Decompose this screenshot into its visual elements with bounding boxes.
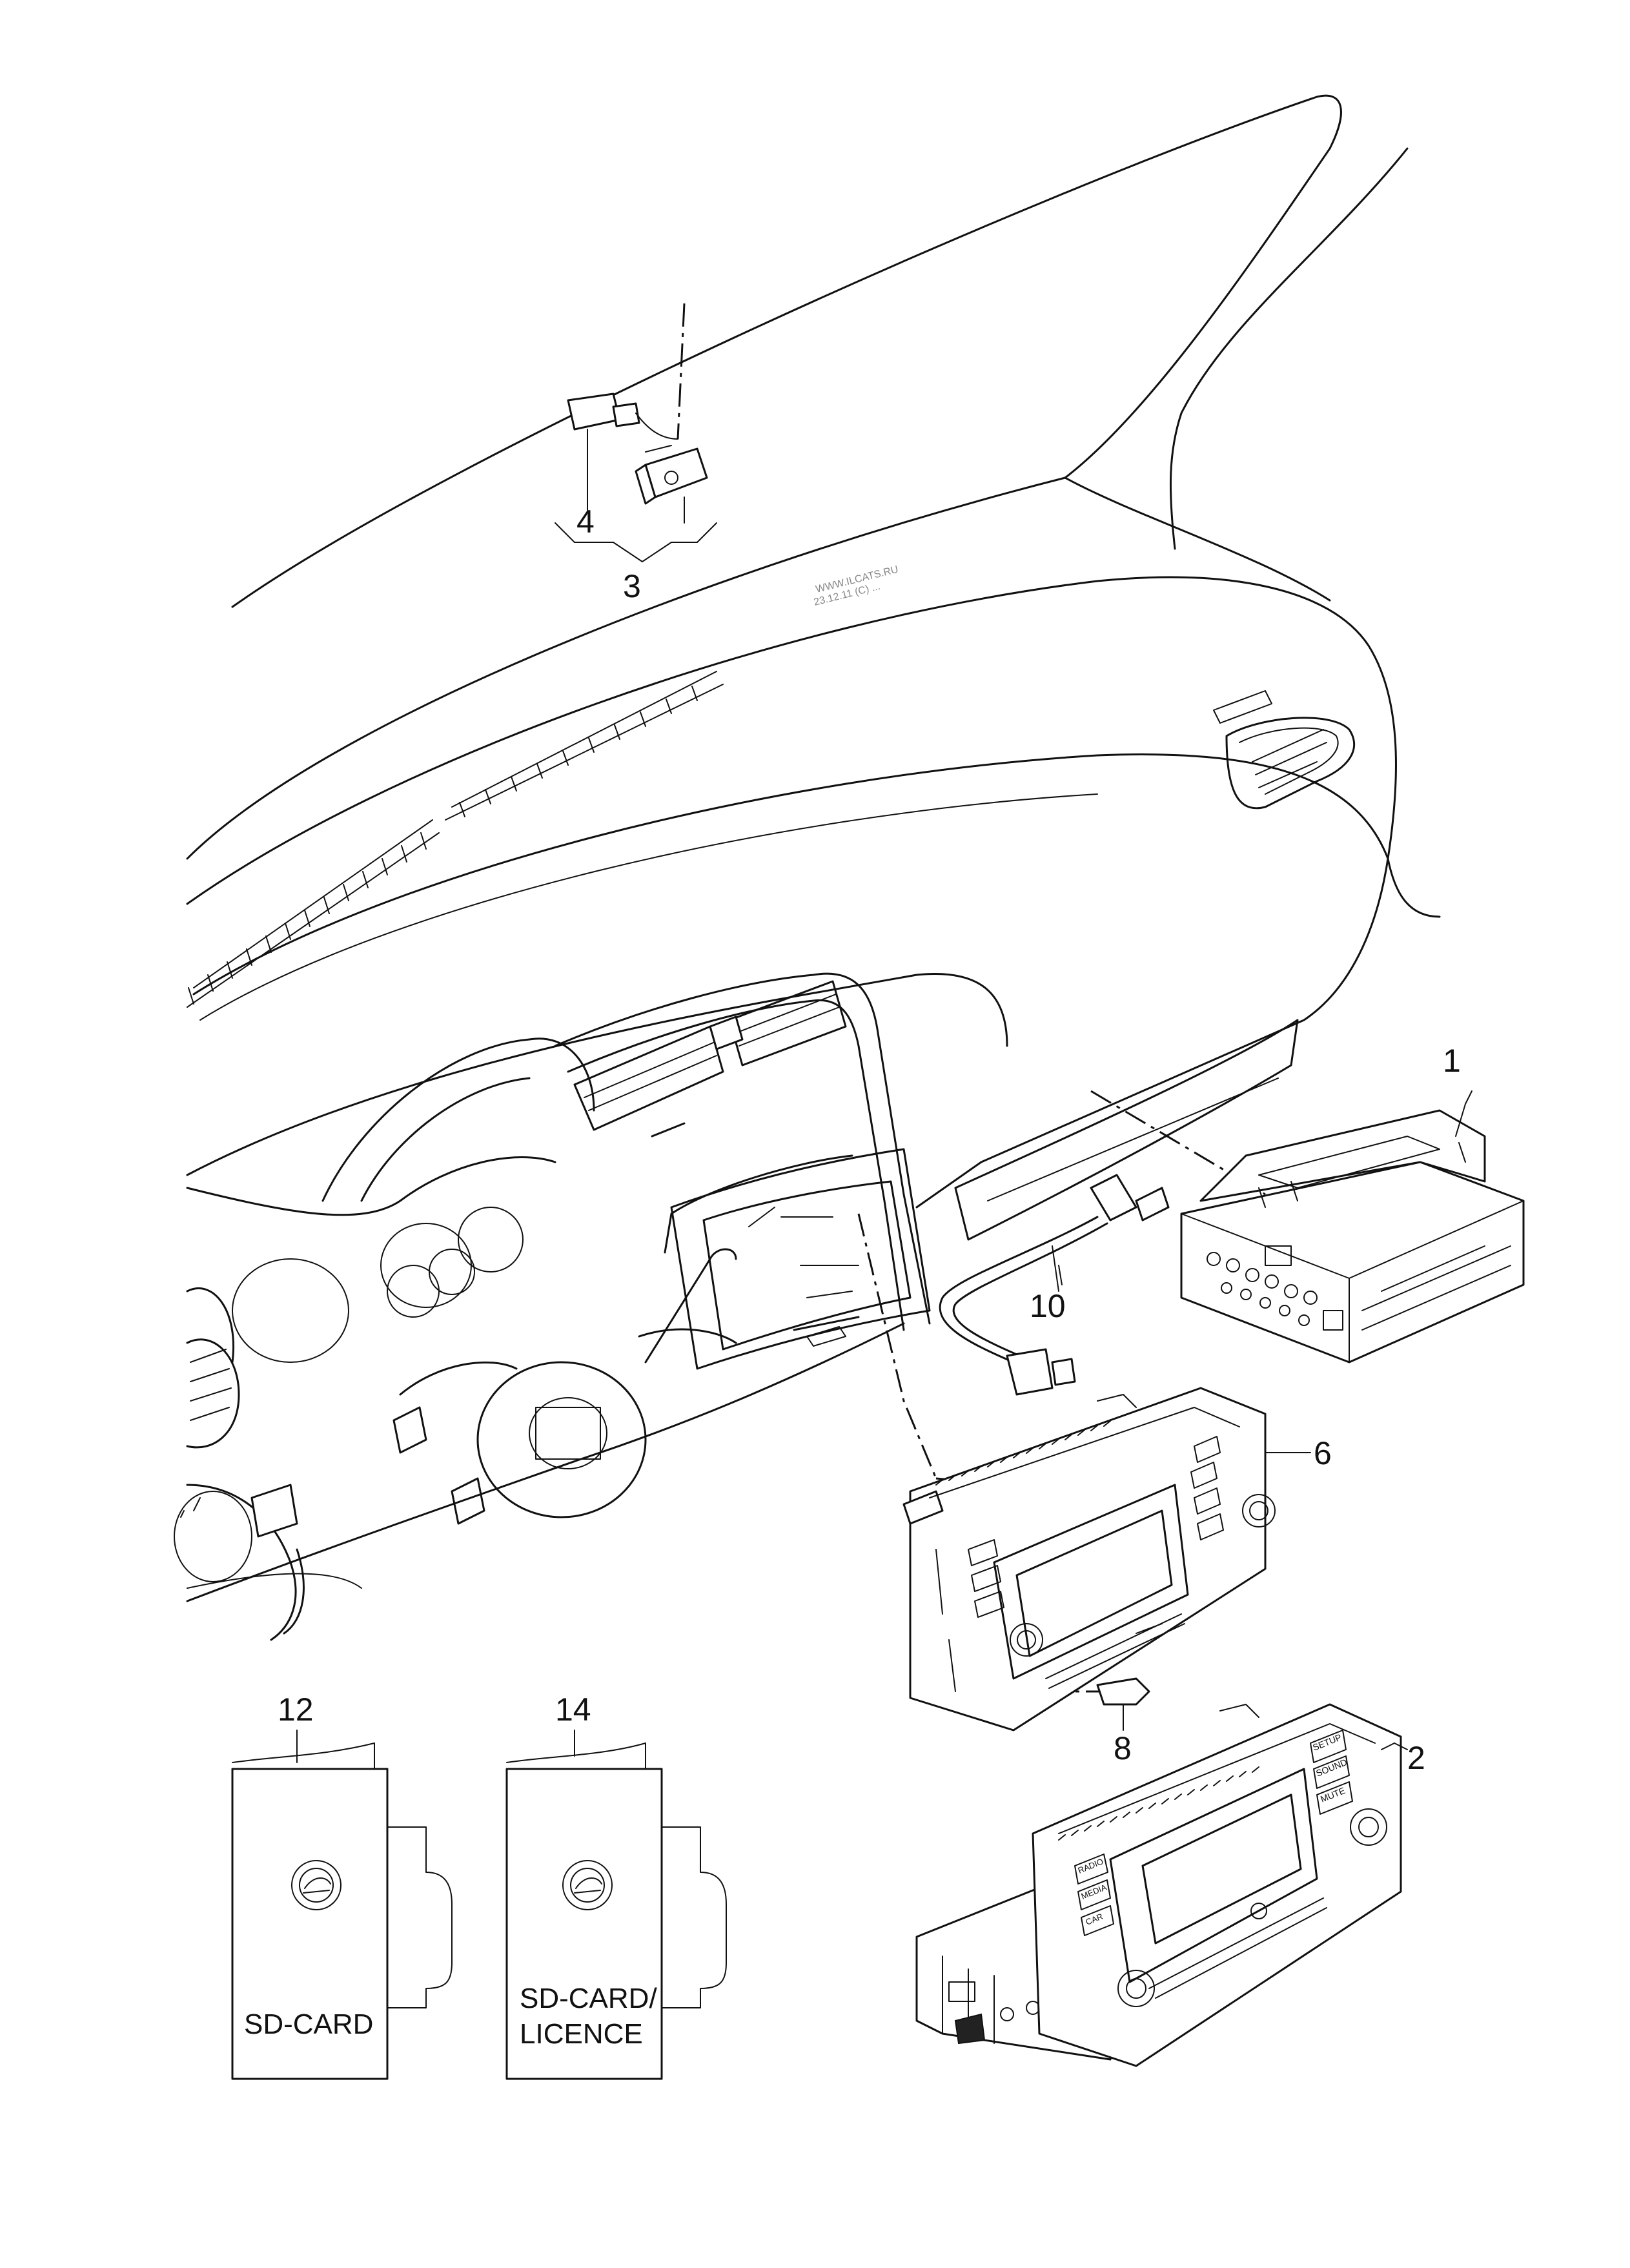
- callout-6: 6: [1314, 1435, 1332, 1471]
- callout-4: 4: [576, 504, 595, 540]
- radio-part-2: [915, 1703, 1402, 2067]
- callout-3: 3: [623, 568, 641, 604]
- booklet-12: [231, 1742, 453, 2080]
- lower-dash-edge: [186, 1322, 905, 1635]
- booklet-14-caption-line1: SD-CARD/: [520, 1983, 657, 2014]
- booklet-14: [505, 1742, 727, 2080]
- callout-12: 12: [278, 1691, 314, 1728]
- callout-10: 10: [1030, 1288, 1066, 1324]
- connector-part-4: [567, 393, 708, 524]
- callout-2: 2: [1407, 1740, 1425, 1776]
- defrost-vents: [187, 671, 724, 1008]
- booklet-14-caption-line2: LICENCE: [520, 2018, 643, 2050]
- callout-leaders: [296, 1090, 1472, 1763]
- cable-part-10: [939, 1174, 1170, 1396]
- left-vent: [174, 1338, 298, 1641]
- skoda-logo: [562, 1860, 613, 1910]
- clip-part-8: [1096, 1677, 1150, 1731]
- skoda-logo: [291, 1860, 341, 1910]
- right-air-vent: [1213, 690, 1356, 810]
- windshield: [231, 94, 1409, 608]
- callout-1: 1: [1443, 1043, 1461, 1079]
- callout-8: 8: [1114, 1730, 1132, 1766]
- center-console: [554, 972, 931, 1370]
- callout-14: 14: [555, 1691, 591, 1728]
- glovebox: [954, 1019, 1299, 1241]
- dashboard: [186, 476, 1441, 1209]
- booklet-12-caption: SD-CARD: [244, 2008, 373, 2040]
- steering-column: [392, 1248, 737, 1525]
- media-unit-part-1: [1180, 1109, 1525, 1364]
- radio-part-6: [902, 1387, 1276, 1732]
- instrument-cluster: [186, 1037, 595, 1364]
- bracket-3: [555, 522, 717, 562]
